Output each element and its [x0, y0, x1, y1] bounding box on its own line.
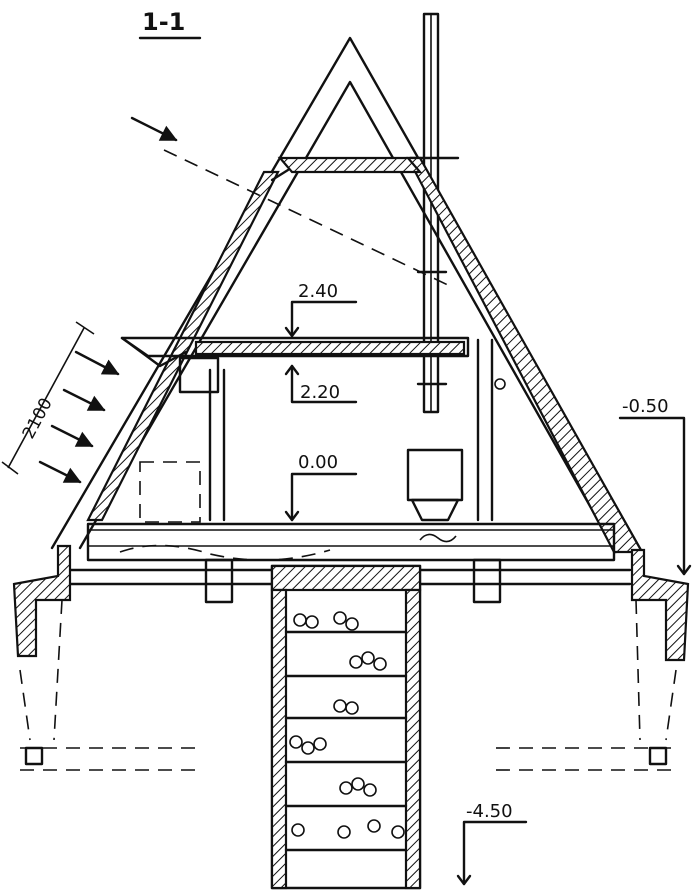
level-minus-4-50: -4.50: [456, 801, 528, 886]
attic-floor: [120, 336, 470, 394]
sun-ray-arrow: [50, 424, 94, 448]
sun-ray-arrow: [74, 350, 120, 376]
floor-joists: [204, 558, 502, 604]
section-label: 1-1: [142, 8, 185, 36]
section-title: 1-1: [138, 8, 202, 40]
level-2-40-label: 2.40: [298, 281, 338, 302]
roof: [50, 36, 644, 554]
sun-ray-arrow: [38, 460, 82, 484]
cellar: [270, 564, 422, 890]
interior-walls: [208, 338, 506, 522]
hidden-lines: [19, 149, 677, 771]
dimension-2100-label: 2100: [19, 395, 57, 443]
level-minus-0-50-label: -0.50: [622, 396, 669, 417]
eaves: [12, 544, 690, 766]
level-0-00-label: 0.00: [298, 452, 338, 473]
sun-rays: [38, 116, 178, 484]
sun-ray-arrow: [62, 388, 106, 412]
level-2-20: 2.20: [284, 364, 358, 404]
level-2-40: 2.40: [284, 281, 358, 338]
level-minus-0-50: -0.50: [618, 396, 692, 576]
stove: [406, 448, 464, 543]
stored-produce: [289, 611, 405, 839]
level-minus-4-50-label: -4.50: [466, 801, 513, 822]
level-2-20-label: 2.20: [300, 382, 340, 403]
level-0-00: 0.00: [284, 452, 358, 522]
sun-ray-arrow: [130, 116, 178, 142]
